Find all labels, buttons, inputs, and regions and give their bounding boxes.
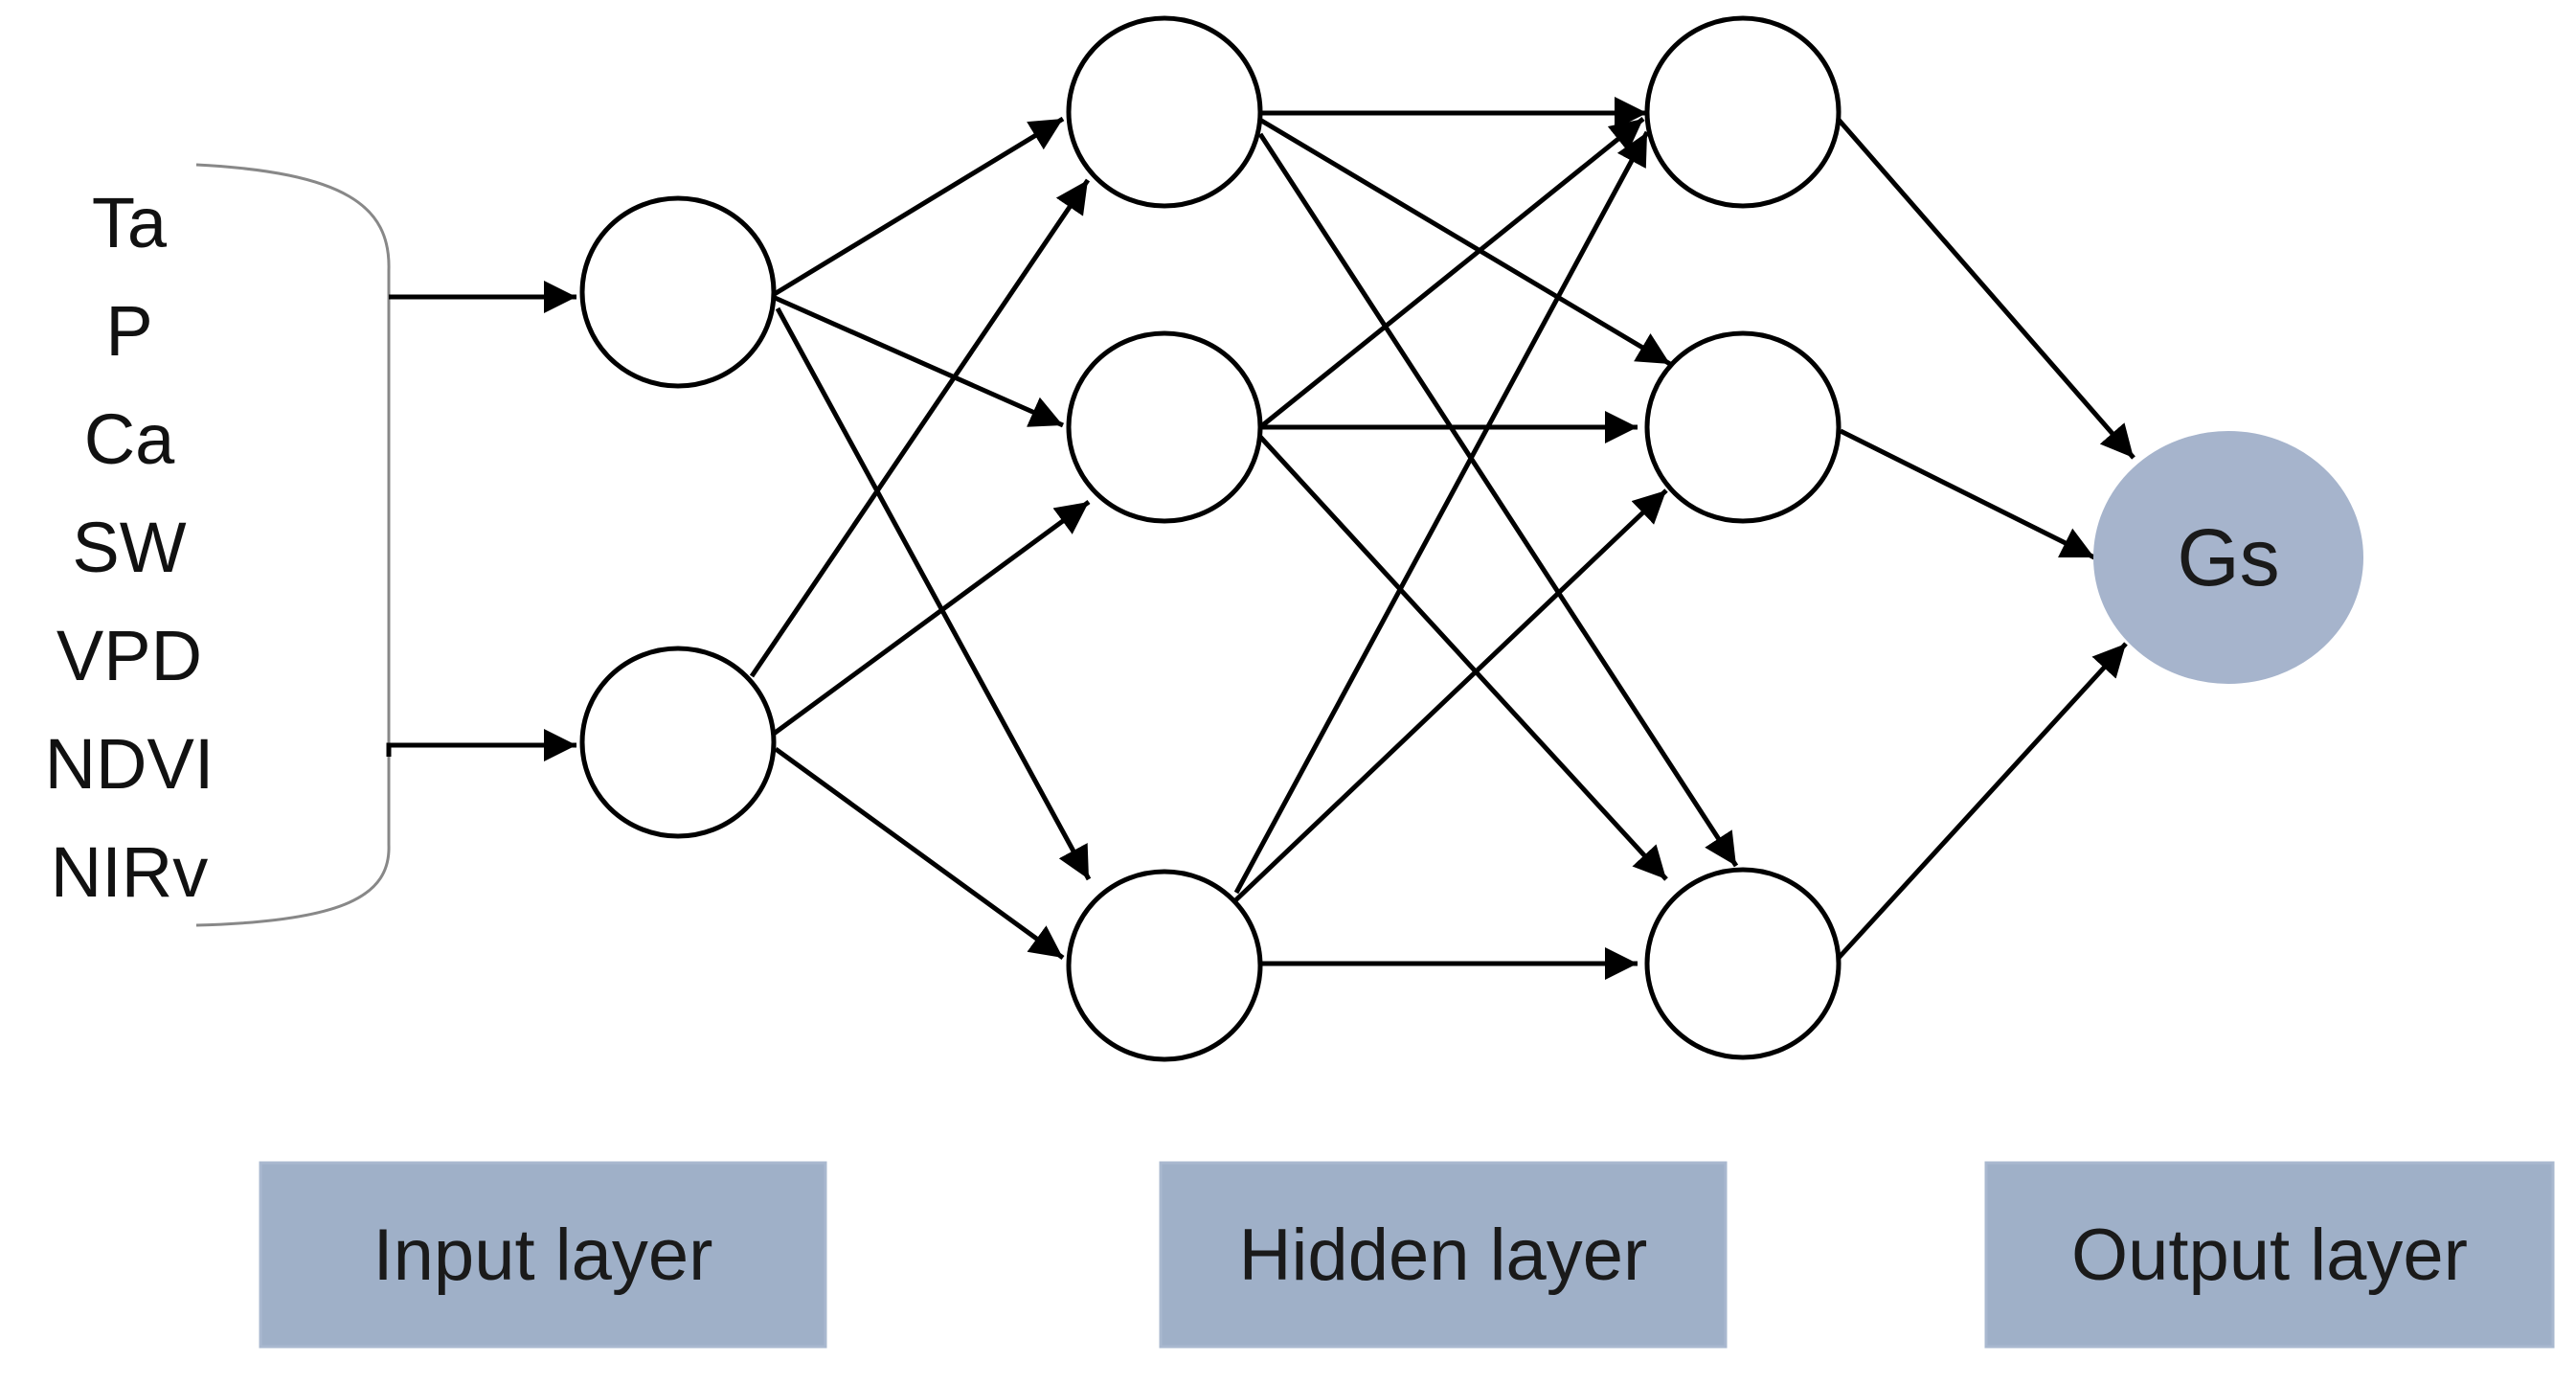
hidden-node [1066,15,1263,209]
bracket-arrows [386,281,576,761]
connections [749,97,2135,980]
input-variable: NDVI [45,724,215,804]
input-layer-label: Input layer [373,1215,713,1296]
edge [1229,488,1668,907]
edge [1258,435,1668,881]
hidden-layer-label: Hidden layer [1239,1215,1648,1296]
output-node-label: Gs [2177,512,2279,602]
input-variable: P [105,291,152,371]
edge [1837,118,2135,460]
arrow-to-input-node-2 [386,729,576,761]
input-variable: Ca [84,399,175,479]
edge [1257,132,1739,868]
output-layer-label: Output layer [2071,1215,2468,1296]
input-layer-label-box [259,1161,827,1349]
hidden-node [1644,15,1842,209]
hidden-node [1066,330,1263,524]
edge [1839,428,2096,560]
input-variable: SW [72,508,186,587]
edge [775,307,1092,881]
edge [774,746,1065,961]
hidden-layer-1-nodes [1066,15,1263,1062]
input-bracket [195,163,391,927]
output-node-circle [2093,431,2363,684]
edge [1258,117,1645,429]
output-node: Gs [2093,431,2363,684]
input-variable: NIRv [51,832,208,912]
edge [1837,642,2128,960]
input-variable-list: Ta P Ca SW VPD NDVI NIRv [45,183,215,912]
edge [1256,116,1672,367]
hidden-node [1644,330,1842,524]
edge [772,499,1091,737]
input-layer-nodes [579,195,777,839]
edge [1233,130,1650,895]
layer-labels: Input layer Hidden layer Output layer [259,1161,2555,1349]
input-node [579,646,777,839]
edge [771,116,1065,298]
input-variable: VPD [56,616,202,695]
input-node [579,195,777,389]
edge [749,178,1091,678]
output-layer-label-box [1984,1161,2555,1349]
hidden-node [1066,869,1263,1062]
input-variable: Ta [92,183,168,262]
hidden-layer-label-box [1159,1161,1728,1349]
edge [771,294,1065,428]
hidden-node [1644,867,1842,1060]
hidden-layer-2-nodes [1644,15,1842,1060]
